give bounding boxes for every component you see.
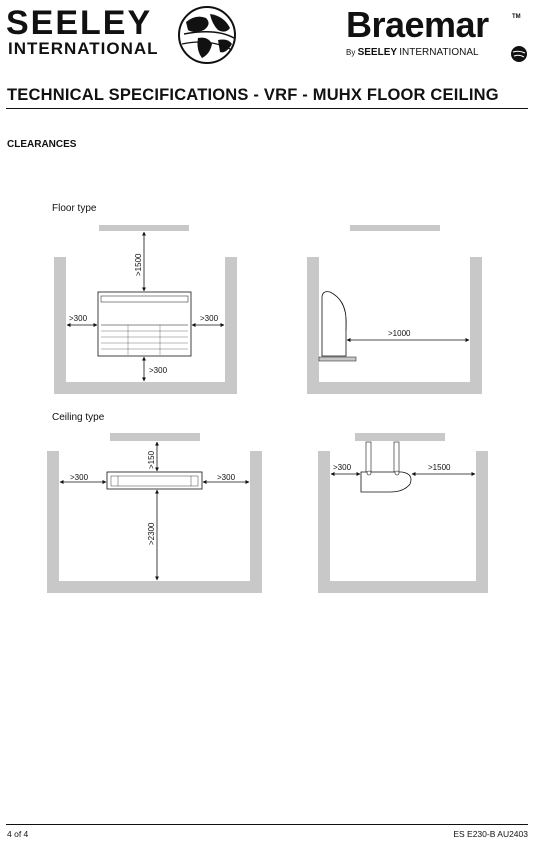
trademark-mark: TM (512, 14, 521, 20)
floor-front-left-clearance: >300 (69, 314, 88, 323)
braemar-logo-text: Braemar (346, 4, 489, 45)
title-rule (6, 108, 528, 109)
ceiling-front-bottom-clearance: >2300 (147, 522, 156, 545)
globe-icon (178, 6, 236, 64)
floor-front-view (54, 225, 237, 394)
footer-rule (6, 824, 528, 825)
byline-brand: SEELEY (357, 47, 398, 58)
document-code: ES E230-B AU2403 (453, 829, 528, 839)
small-globe-icon (511, 46, 527, 62)
ceiling-front-top-clearance: >150 (147, 450, 156, 469)
floor-type-label: Floor type (52, 203, 97, 214)
braemar-byline: By SEELEY INTERNATIONAL (346, 48, 479, 58)
byline-suffix: INTERNATIONAL (399, 47, 479, 58)
ceiling-front-view (47, 433, 262, 593)
ceiling-front-right-clearance: >300 (217, 473, 236, 482)
floor-side-view (307, 225, 482, 394)
ceiling-side-view (318, 433, 488, 593)
ceiling-type-label: Ceiling type (52, 412, 105, 423)
ceiling-side-front-clearance: >1500 (428, 463, 451, 472)
page-number: 4 of 4 (7, 829, 29, 839)
page-title: TECHNICAL SPECIFICATIONS - VRF - MUHX FL… (7, 86, 499, 104)
byline-prefix: By (346, 48, 356, 57)
floor-front-top-clearance: >1500 (134, 253, 143, 276)
floor-front-right-clearance: >300 (200, 314, 219, 323)
seeley-logo-subtext: INTERNATIONAL (8, 39, 159, 58)
ceiling-side-rear-clearance: >300 (333, 463, 352, 472)
seeley-logo-text: SEELEY (6, 4, 153, 42)
ceiling-front-left-clearance: >300 (70, 473, 89, 482)
floor-side-front-clearance: >1000 (388, 329, 411, 338)
section-heading: CLEARANCES (7, 139, 77, 150)
floor-front-bottom-clearance: >300 (149, 366, 168, 375)
